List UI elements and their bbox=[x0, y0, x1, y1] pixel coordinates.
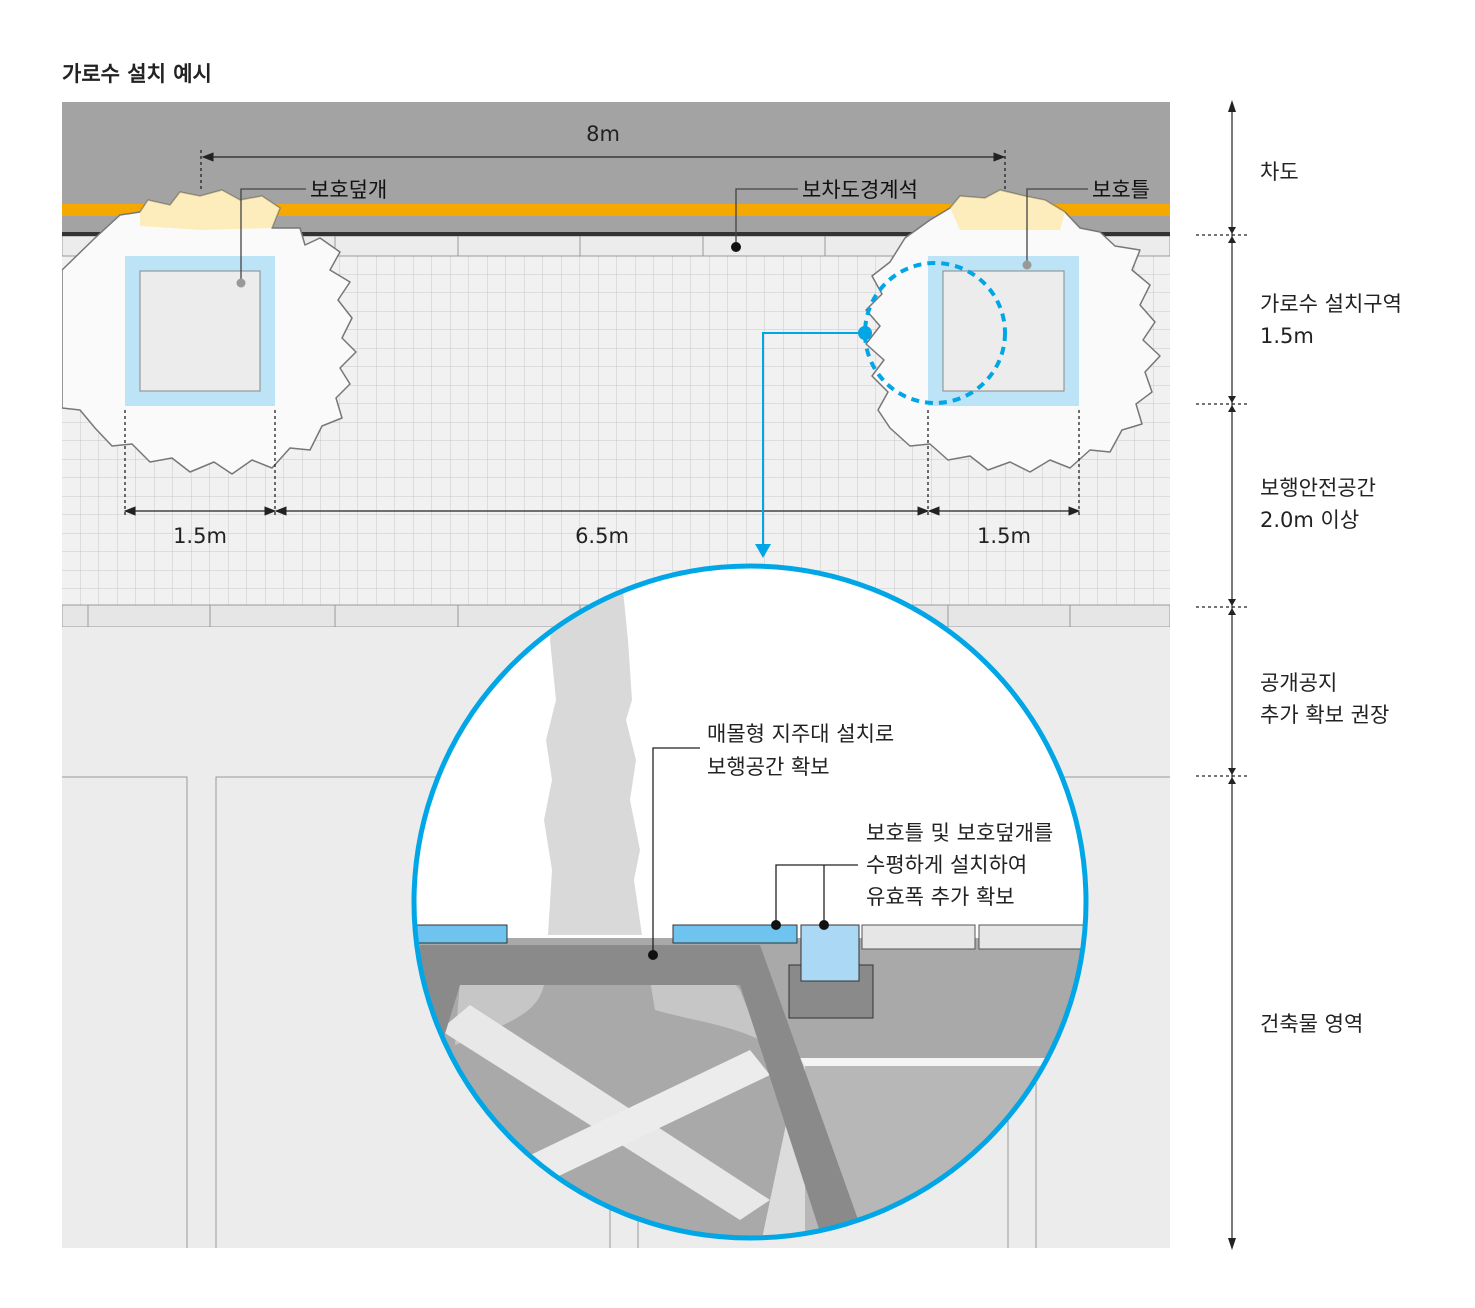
dim-gap: 6.5m bbox=[575, 524, 629, 548]
zone-building-name: 건축물 영역 bbox=[1260, 1012, 1364, 1036]
dimension-lines bbox=[123, 150, 1081, 518]
detail-note-1a: 매몰형 지주대 설치로 bbox=[707, 722, 894, 746]
zone-road-name: 차도 bbox=[1260, 160, 1299, 184]
detail-note-1b: 보행공간 확보 bbox=[707, 755, 830, 779]
callout-curb: 보차도경계석 bbox=[802, 178, 918, 202]
dim-total: 8m bbox=[586, 122, 620, 146]
callout-protective-frame: 보호틀 bbox=[1092, 178, 1150, 202]
callout-protective-cover: 보호덮개 bbox=[310, 178, 387, 202]
curb-line bbox=[62, 204, 1170, 216]
zone-road: 차도 bbox=[1260, 156, 1299, 188]
zone-tree-area-sub: 1.5m bbox=[1260, 324, 1314, 348]
zone-open-space-name: 공개공지 bbox=[1260, 671, 1338, 695]
zone-tree-area: 가로수 설치구역 1.5m bbox=[1260, 288, 1402, 352]
detail-note-2a: 보호틀 및 보호덮개를 bbox=[866, 821, 1053, 845]
zone-pedestrian: 보행안전공간 2.0m 이상 bbox=[1260, 472, 1376, 536]
zone-building: 건축물 영역 bbox=[1260, 1008, 1363, 1040]
zone-pedestrian-sub: 2.0m 이상 bbox=[1260, 508, 1360, 532]
zone-open-space: 공개공지 추가 확보 권장 bbox=[1260, 667, 1389, 731]
zone-axis bbox=[1196, 104, 1250, 1246]
zone-pedestrian-name: 보행안전공간 bbox=[1260, 476, 1376, 500]
protective-cover-left bbox=[139, 270, 261, 392]
dim-tree-right: 1.5m bbox=[977, 524, 1031, 548]
zone-tree-area-name: 가로수 설치구역 bbox=[1260, 292, 1402, 316]
dim-tree-left: 1.5m bbox=[173, 524, 227, 548]
detail-connector bbox=[762, 332, 865, 550]
page-title: 가로수 설치 예시 bbox=[62, 62, 212, 86]
zone-open-space-sub: 추가 확보 권장 bbox=[1260, 703, 1390, 727]
callout-leaders bbox=[240, 188, 1088, 283]
detail-note-2b: 수평하게 설치하여 bbox=[866, 853, 1027, 877]
detail-focus-circle bbox=[863, 261, 1007, 405]
detail-note-2c: 유효폭 추가 확보 bbox=[866, 885, 1015, 909]
